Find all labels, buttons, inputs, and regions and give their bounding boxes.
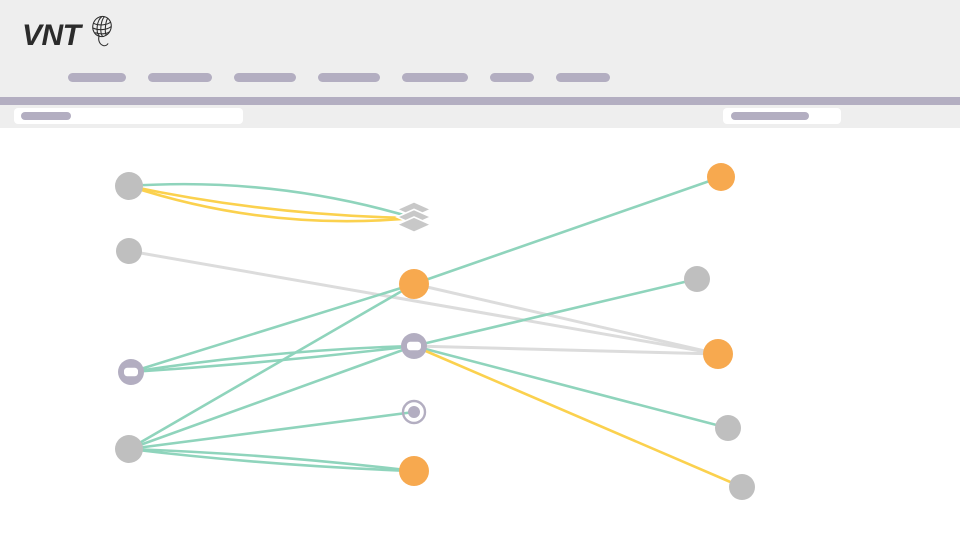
edge-n4-n9-green[interactable] [127, 447, 416, 473]
node-gray-right-4[interactable] [715, 415, 741, 441]
group-glyph-icon [407, 341, 421, 351]
node-gray-right-4-shape [715, 415, 741, 441]
node-layers-center[interactable] [395, 200, 433, 234]
edge-n6-n10-green[interactable] [412, 175, 723, 286]
edge-n2-n12-gray[interactable] [127, 249, 720, 356]
node-group-left[interactable] [118, 359, 144, 385]
node-ring-center-outer-ring [401, 399, 427, 425]
graph-node-layer [115, 163, 755, 500]
edge-n7-n14-yellow[interactable] [412, 344, 744, 489]
node-ring-center-inner-dot [408, 406, 420, 418]
main-navigation [68, 73, 610, 82]
edge-n4-n7-green[interactable] [127, 344, 416, 451]
layers-icon-plate-3 [395, 216, 433, 234]
edge-n4-n9b-green[interactable] [127, 447, 416, 473]
brand-name: VNT [22, 18, 81, 52]
node-gray-right-2-shape [684, 266, 710, 292]
network-graph[interactable] [0, 128, 960, 540]
edge-n6-n12-gray[interactable] [412, 282, 720, 356]
node-orange-center-top[interactable] [399, 269, 429, 299]
node-orange-top-right[interactable] [707, 163, 735, 191]
filter-input-value [731, 112, 809, 120]
nav-item-3[interactable] [234, 73, 296, 82]
nav-item-2[interactable] [148, 73, 212, 82]
node-orange-right-mid[interactable] [703, 339, 733, 369]
header-divider [0, 97, 960, 105]
edge-n7-n13-green[interactable] [412, 344, 730, 430]
nav-item-6[interactable] [490, 73, 534, 82]
edge-n1-n5-yellow2[interactable] [127, 184, 416, 223]
edge-n3-n7b-green[interactable] [129, 344, 416, 374]
node-gray-left-2[interactable] [116, 238, 142, 264]
edge-n3-n6-green[interactable] [129, 282, 416, 374]
node-gray-bottom-right[interactable] [729, 474, 755, 500]
node-gray-left-2-shape [116, 238, 142, 264]
brand-logo[interactable]: VNT [22, 15, 114, 53]
group-glyph-icon [124, 367, 138, 377]
edge-n3-n7-green[interactable] [129, 344, 416, 374]
node-group-center[interactable] [401, 333, 427, 359]
node-orange-center-low-shape [399, 456, 429, 486]
edge-n4-n8-green[interactable] [127, 410, 416, 451]
search-input-value [21, 112, 71, 120]
search-input[interactable] [14, 108, 243, 124]
edge-n4-n6-green[interactable] [127, 282, 416, 451]
node-orange-center-top-shape [399, 269, 429, 299]
node-gray-bottom-left-shape [115, 435, 143, 463]
node-gray-bottom-left[interactable] [115, 435, 143, 463]
node-orange-center-low[interactable] [399, 456, 429, 486]
node-ring-center[interactable] [401, 399, 427, 425]
globe-icon [88, 14, 114, 53]
header-bar: VNT [0, 0, 960, 97]
node-gray-top-left-shape [115, 172, 143, 200]
edge-n7-n12-gray[interactable] [412, 344, 720, 356]
network-graph-canvas[interactable] [0, 128, 960, 540]
edge-n7-n11-green[interactable] [412, 277, 699, 348]
nav-item-7[interactable] [556, 73, 610, 82]
node-gray-bottom-right-shape [729, 474, 755, 500]
nav-item-4[interactable] [318, 73, 380, 82]
node-orange-right-mid-shape [703, 339, 733, 369]
node-gray-top-left[interactable] [115, 172, 143, 200]
nav-item-5[interactable] [402, 73, 468, 82]
node-gray-right-2[interactable] [684, 266, 710, 292]
node-orange-top-right-shape [707, 163, 735, 191]
edge-n1-n5-green[interactable] [127, 182, 416, 220]
edge-n1-n5-yellow1[interactable] [127, 184, 416, 220]
nav-item-1[interactable] [68, 73, 126, 82]
graph-edge-layer [127, 175, 744, 489]
filter-input[interactable] [723, 108, 841, 124]
